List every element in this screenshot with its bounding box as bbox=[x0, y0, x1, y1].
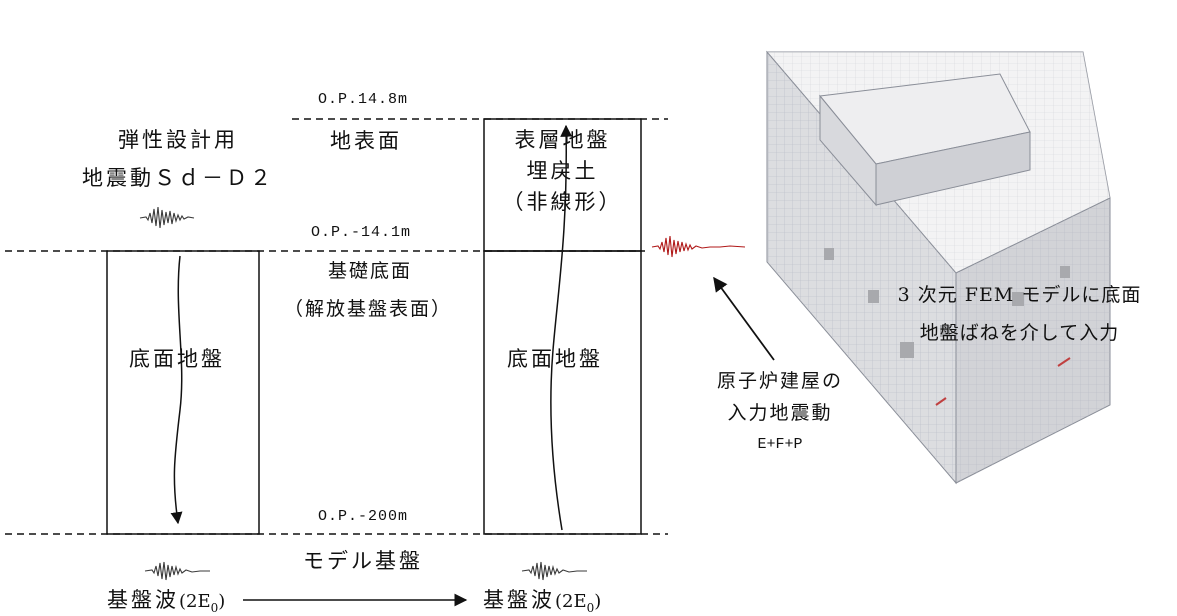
right-lower-column bbox=[483, 250, 642, 535]
release-surface-label: （解放基盤表面） bbox=[284, 298, 453, 320]
right-lower-column-label: 底面地盤 bbox=[507, 347, 603, 371]
waveform-sd-d2 bbox=[139, 206, 195, 229]
base-wave-right-paren-close: ) bbox=[594, 591, 602, 612]
model-base-label: モデル基盤 bbox=[303, 549, 423, 573]
fem-note-line1: 3 次元 FEM モデルに底面 bbox=[897, 284, 1142, 306]
waveform-base-right bbox=[521, 561, 587, 581]
base-wave-left-text: 基盤波 bbox=[107, 588, 179, 612]
input-motion-line1: 弾性設計用 bbox=[118, 128, 238, 152]
downward-wave-arrow bbox=[170, 255, 183, 525]
fem-note-line2: 地盤ばねを介して入力 bbox=[919, 322, 1120, 344]
ground-surface-label: 地表面 bbox=[330, 129, 402, 153]
right-upper-column-label: 表層地盤 埋戻土 （非線形） bbox=[484, 125, 641, 218]
fem-note: 3 次元 FEM モデルに底面 地盤ばねを介して入力 bbox=[862, 276, 1177, 352]
foundation-bottom-label: 基礎底面 bbox=[328, 260, 413, 282]
input-motion-arrow bbox=[713, 276, 775, 361]
base-wave-right-paren-open: (2E bbox=[555, 591, 587, 612]
waveform-input-red bbox=[651, 235, 746, 258]
nonlinear-label: （非線形） bbox=[502, 190, 623, 214]
building-input-line1: 原子炉建屋の bbox=[716, 370, 843, 392]
base-wave-left-paren-open: (2E bbox=[179, 591, 211, 612]
input-motion-line2: 地震動Ｓｄ－Ｄ２ bbox=[82, 166, 274, 190]
elevation-label-middle: O.P.-14.1m bbox=[311, 224, 412, 241]
input-motion-label: 弾性設計用 地震動Ｓｄ－Ｄ２ bbox=[60, 125, 296, 194]
base-wave-right-sub: 0 bbox=[586, 601, 595, 616]
building-input-line2: 入力地震動 bbox=[727, 402, 833, 424]
surface-layer-label: 表層地盤 bbox=[514, 128, 611, 152]
building-input-label: 原子炉建屋の 入力地震動 E+F+P bbox=[690, 365, 870, 461]
base-wave-right-text: 基盤波 bbox=[483, 588, 555, 612]
elevation-label-top: O.P.14.8m bbox=[318, 91, 409, 108]
base-wave-label-right: 基盤波(2E0) bbox=[483, 588, 602, 616]
base-wave-left-sub: 0 bbox=[210, 601, 219, 616]
left-column-label: 底面地盤 bbox=[129, 347, 225, 371]
waveform-base-left bbox=[144, 561, 210, 581]
building-input-line3: E+F+P bbox=[757, 436, 803, 453]
upward-wave-arrow bbox=[550, 124, 573, 531]
fem-building-model bbox=[765, 50, 1111, 485]
backfill-label: 埋戻土 bbox=[526, 159, 599, 183]
base-wave-label-left: 基盤波(2E0) bbox=[107, 588, 226, 616]
base-wave-left-paren-close: ) bbox=[218, 591, 226, 612]
left-soil-column bbox=[106, 250, 260, 535]
elevation-label-bottom: O.P.-200m bbox=[318, 508, 409, 525]
